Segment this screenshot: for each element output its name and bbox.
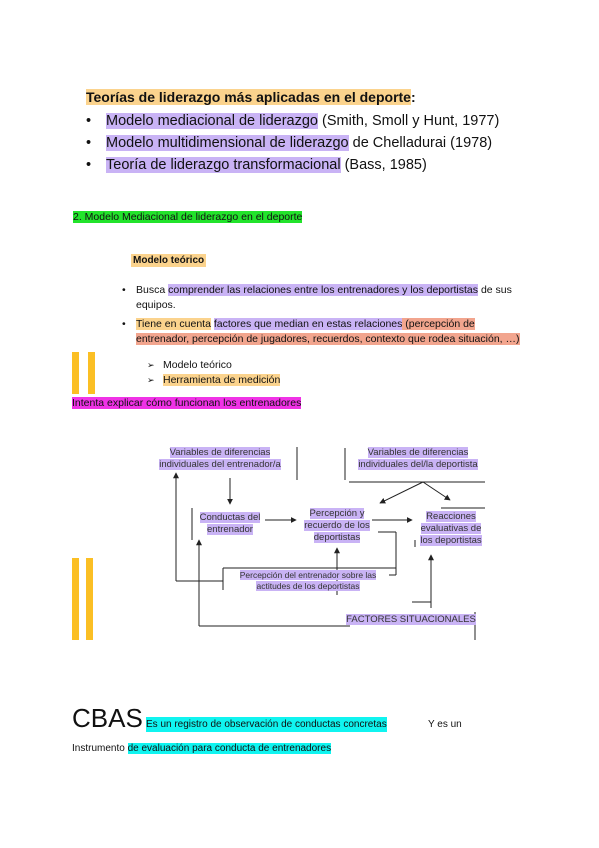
- theory-citation: (Bass, 1985): [340, 157, 427, 173]
- bullet-highlight: comprender las relaciones entre los entr…: [168, 284, 479, 296]
- model-bullet: • Tiene en cuenta factores que median en…: [122, 317, 522, 347]
- theory-citation: de Chelladurai (1978): [348, 135, 493, 151]
- diagram-situational-text: FACTORES SITUACIONALES: [346, 614, 476, 625]
- accent-bar: [72, 352, 79, 394]
- cbas-line2-pre: Instrumento: [72, 743, 128, 754]
- diagram-reactions: Reacciones evaluativas de los deportista…: [414, 511, 488, 547]
- section-heading: 2. Modelo Mediacional de liderazgo en el…: [73, 211, 303, 223]
- bullet-highlight-orange: Tiene en cuenta: [136, 318, 211, 330]
- arrow-bullet-icon: ➢: [147, 375, 155, 385]
- bullet-icon: •: [86, 157, 92, 173]
- cbas-line2-highlight: de evaluación para conducta de entrenado…: [127, 743, 332, 754]
- theory-item: • Modelo multidimensional de liderazgo d…: [86, 132, 546, 154]
- theories-title-text: Teorías de liderazgo más aplicadas en el…: [86, 89, 411, 105]
- accent-bar: [72, 558, 79, 640]
- bullet-icon: •: [86, 135, 92, 151]
- model-sub-list: ➢ Modelo teórico ➢ Herramienta de medici…: [147, 358, 281, 388]
- theory-item: • Modelo mediacional de liderazgo (Smith…: [86, 110, 546, 132]
- diagram-coach-perception: Percepción del entrenador sobre las acti…: [228, 570, 388, 592]
- bullet-icon: •: [122, 284, 126, 296]
- theory-highlight: Modelo mediacional de liderazgo: [106, 113, 318, 129]
- sub-item: ➢ Herramienta de medición: [147, 373, 281, 388]
- sub-item: ➢ Modelo teórico: [147, 358, 280, 373]
- cbas-connector-text: Y es un: [428, 719, 462, 730]
- diagram-reactions-text: Reacciones evaluativas de los deportista…: [420, 511, 482, 546]
- bullet-icon: •: [86, 113, 92, 129]
- sub-item-text: Modelo teórico: [163, 359, 232, 371]
- diagram-var-coach: Variables de diferencias individuales de…: [150, 447, 290, 471]
- diagram-var-athlete: Variables de diferencias individuales de…: [345, 447, 491, 471]
- explain-line: Intenta explicar cómo funcionan los entr…: [72, 397, 302, 409]
- arrow-bullet-icon: ➢: [147, 360, 155, 370]
- model-subtitle: Modelo teórico: [131, 254, 207, 267]
- diagram-situational: FACTORES SITUACIONALES: [346, 614, 476, 626]
- theory-citation: (Smith, Smoll y Hunt, 1977): [318, 113, 500, 129]
- theory-highlight: Modelo multidimensional de liderazgo: [106, 135, 349, 151]
- theories-list: • Modelo mediacional de liderazgo (Smith…: [86, 110, 546, 176]
- diagram-coach-behavior-text: Conductas del entrenador: [199, 512, 261, 535]
- diagram-coach-behavior: Conductas del entrenador: [196, 512, 264, 536]
- diagram-var-coach-text: Variables de diferencias individuales de…: [159, 447, 281, 470]
- bullet-icon: •: [122, 318, 126, 330]
- bullet-highlight-purple: factores que median en estas relaciones: [213, 318, 403, 330]
- theories-title-suffix: :: [410, 89, 416, 105]
- sub-item-text: Herramienta de medición: [163, 374, 281, 386]
- theories-title: Teorías de liderazgo más aplicadas en el…: [86, 89, 416, 105]
- accent-bar: [86, 558, 93, 640]
- theory-highlight: Teoría de liderazgo transformacional: [106, 157, 341, 173]
- diagram-perception: Percepción y recuerdo de los deportistas: [298, 508, 376, 544]
- bullet-post: de sus equipos.: [136, 284, 512, 311]
- cbas-title: CBAS: [72, 703, 143, 733]
- theory-item: • Teoría de liderazgo transformacional (…: [86, 154, 546, 176]
- cbas-description: Es un registro de observación de conduct…: [146, 717, 387, 732]
- model-bullet: • Busca comprender las relaciones entre …: [122, 283, 522, 313]
- accent-bar: [88, 352, 95, 394]
- cbas-line2: Instrumento de evaluación para conducta …: [72, 743, 332, 754]
- diagram-perception-text: Percepción y recuerdo de los deportistas: [304, 508, 370, 543]
- bullet-pre: Busca: [136, 284, 169, 296]
- diagram-coach-perception-text: Percepción del entrenador sobre las acti…: [239, 570, 377, 591]
- diagram-var-athlete-text: Variables de diferencias individuales de…: [358, 447, 478, 470]
- model-bullets: • Busca comprender las relaciones entre …: [122, 283, 522, 347]
